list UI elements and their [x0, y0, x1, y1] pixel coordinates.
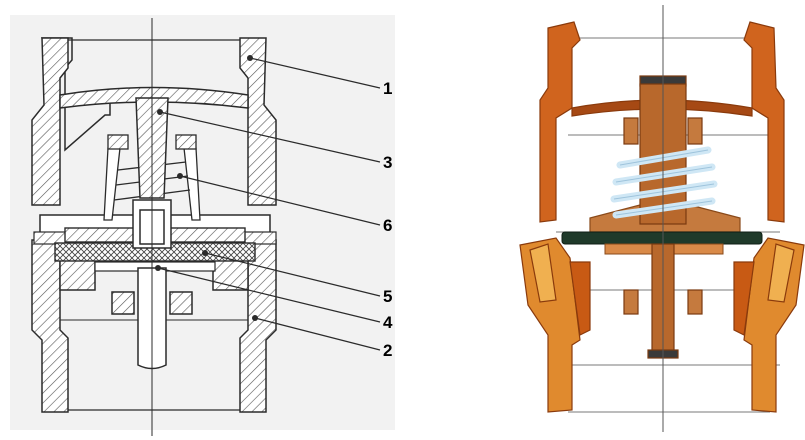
stem: [111, 97, 193, 370]
callout-4: 4: [383, 313, 393, 332]
colored-body-lower: [519, 237, 805, 413]
colored-valve-illustration: [519, 5, 805, 432]
leader-lines: [157, 57, 381, 351]
callout-2: 2: [383, 341, 392, 360]
valve-body-lower: [31, 239, 277, 413]
spring: [103, 134, 201, 221]
callout-6: 6: [383, 216, 392, 235]
callout-1: 1: [383, 79, 392, 98]
callout-3: 3: [383, 153, 392, 172]
cross-section-drawing: 1 3 6 5 4 2: [10, 15, 395, 436]
leader-dots: [155, 55, 258, 321]
callout-5: 5: [383, 287, 392, 306]
colored-seal-disc: [561, 231, 763, 245]
